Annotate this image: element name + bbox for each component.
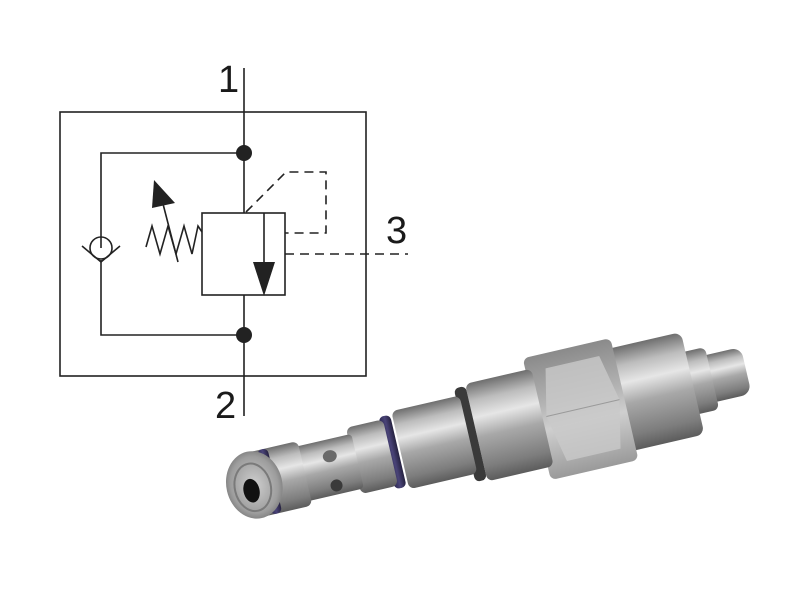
port-label-2: 2 (215, 385, 236, 427)
check-valve-seat (81, 245, 121, 264)
junction-dot-bottom (236, 327, 252, 343)
valve-envelope (59, 111, 367, 377)
valve-spool-box (201, 212, 286, 296)
bypass-line (100, 152, 244, 248)
port-label-1: 1 (218, 59, 239, 101)
spring-adjust-arrowhead (152, 180, 175, 208)
ported-section (295, 434, 364, 501)
adjustable-spring (145, 223, 203, 257)
flow-arrow-head (253, 262, 275, 296)
check-valve-ball (89, 236, 113, 260)
junction-dot-top (236, 145, 252, 161)
port-label-3: 3 (386, 210, 407, 252)
cartridge-valve-render (225, 333, 750, 519)
cross-port-hole-1 (322, 450, 337, 463)
mid-body (466, 369, 553, 481)
inlet-bore (243, 478, 260, 503)
pilot-line-dashed (245, 171, 327, 234)
cross-port-hole-2 (330, 479, 343, 492)
hex-nut (523, 339, 638, 479)
hydraulic-schematic (59, 68, 408, 416)
bypass-line-lower (100, 260, 244, 336)
spring-adjust-line (161, 199, 179, 263)
